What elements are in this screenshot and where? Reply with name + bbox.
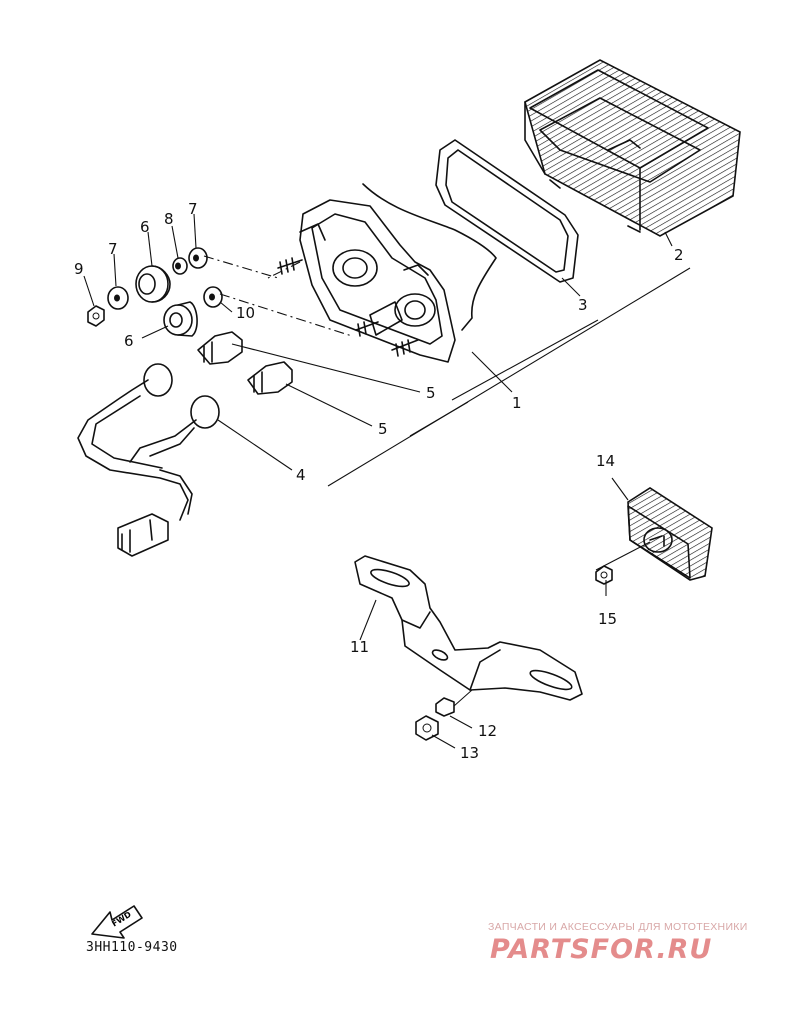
forward-arrow-icon: FWD bbox=[91, 905, 143, 939]
reflector bbox=[627, 487, 713, 581]
watermark-tagline: ЗАПЧАСТИ И АКСЕССУАРЫ ДЛЯ МОТОТЕХНИКИ bbox=[488, 921, 748, 933]
callout-6a: 6 bbox=[140, 218, 150, 236]
callout-15: 15 bbox=[598, 610, 617, 628]
callout-7b: 7 bbox=[188, 200, 198, 218]
callout-4: 4 bbox=[296, 466, 306, 484]
license-bracket bbox=[354, 555, 583, 701]
callout-9: 9 bbox=[74, 260, 84, 278]
callout-8: 8 bbox=[164, 210, 174, 228]
bulb-upper bbox=[197, 331, 243, 365]
washer-flat bbox=[203, 286, 223, 308]
leader-lines bbox=[83, 213, 691, 749]
socket-cord bbox=[77, 363, 220, 557]
grommet-upper bbox=[135, 265, 171, 303]
callout-5a: 5 bbox=[426, 384, 436, 402]
callout-1: 1 bbox=[512, 394, 522, 412]
bulb-lower bbox=[247, 361, 293, 395]
collar bbox=[172, 257, 188, 275]
nut-flange bbox=[415, 715, 439, 741]
callout-numbers: 1 2 3 4 5 5 6 6 7 7 8 9 10 11 12 13 14 1… bbox=[74, 200, 684, 762]
washer-lower bbox=[107, 286, 129, 310]
tail-lamp-lens bbox=[524, 59, 741, 237]
lens-gasket bbox=[435, 139, 579, 283]
callout-13: 13 bbox=[460, 744, 479, 762]
grommet-lower bbox=[163, 301, 198, 337]
callout-7a: 7 bbox=[108, 240, 118, 258]
bolt bbox=[435, 689, 473, 717]
callout-14: 14 bbox=[596, 452, 615, 470]
callout-3: 3 bbox=[578, 296, 588, 314]
callout-6b: 6 bbox=[124, 332, 134, 350]
watermark-logo: PARTSFOR.RU bbox=[490, 934, 713, 965]
callout-2: 2 bbox=[674, 246, 684, 264]
callout-5b: 5 bbox=[378, 420, 388, 438]
washer-upper bbox=[188, 247, 208, 269]
callout-11: 11 bbox=[350, 638, 369, 656]
callout-12: 12 bbox=[478, 722, 497, 740]
callout-10: 10 bbox=[236, 304, 255, 322]
nut bbox=[87, 305, 105, 327]
diagram-code: 3HH110-9430 bbox=[86, 940, 178, 955]
lamp-housing bbox=[277, 183, 497, 363]
